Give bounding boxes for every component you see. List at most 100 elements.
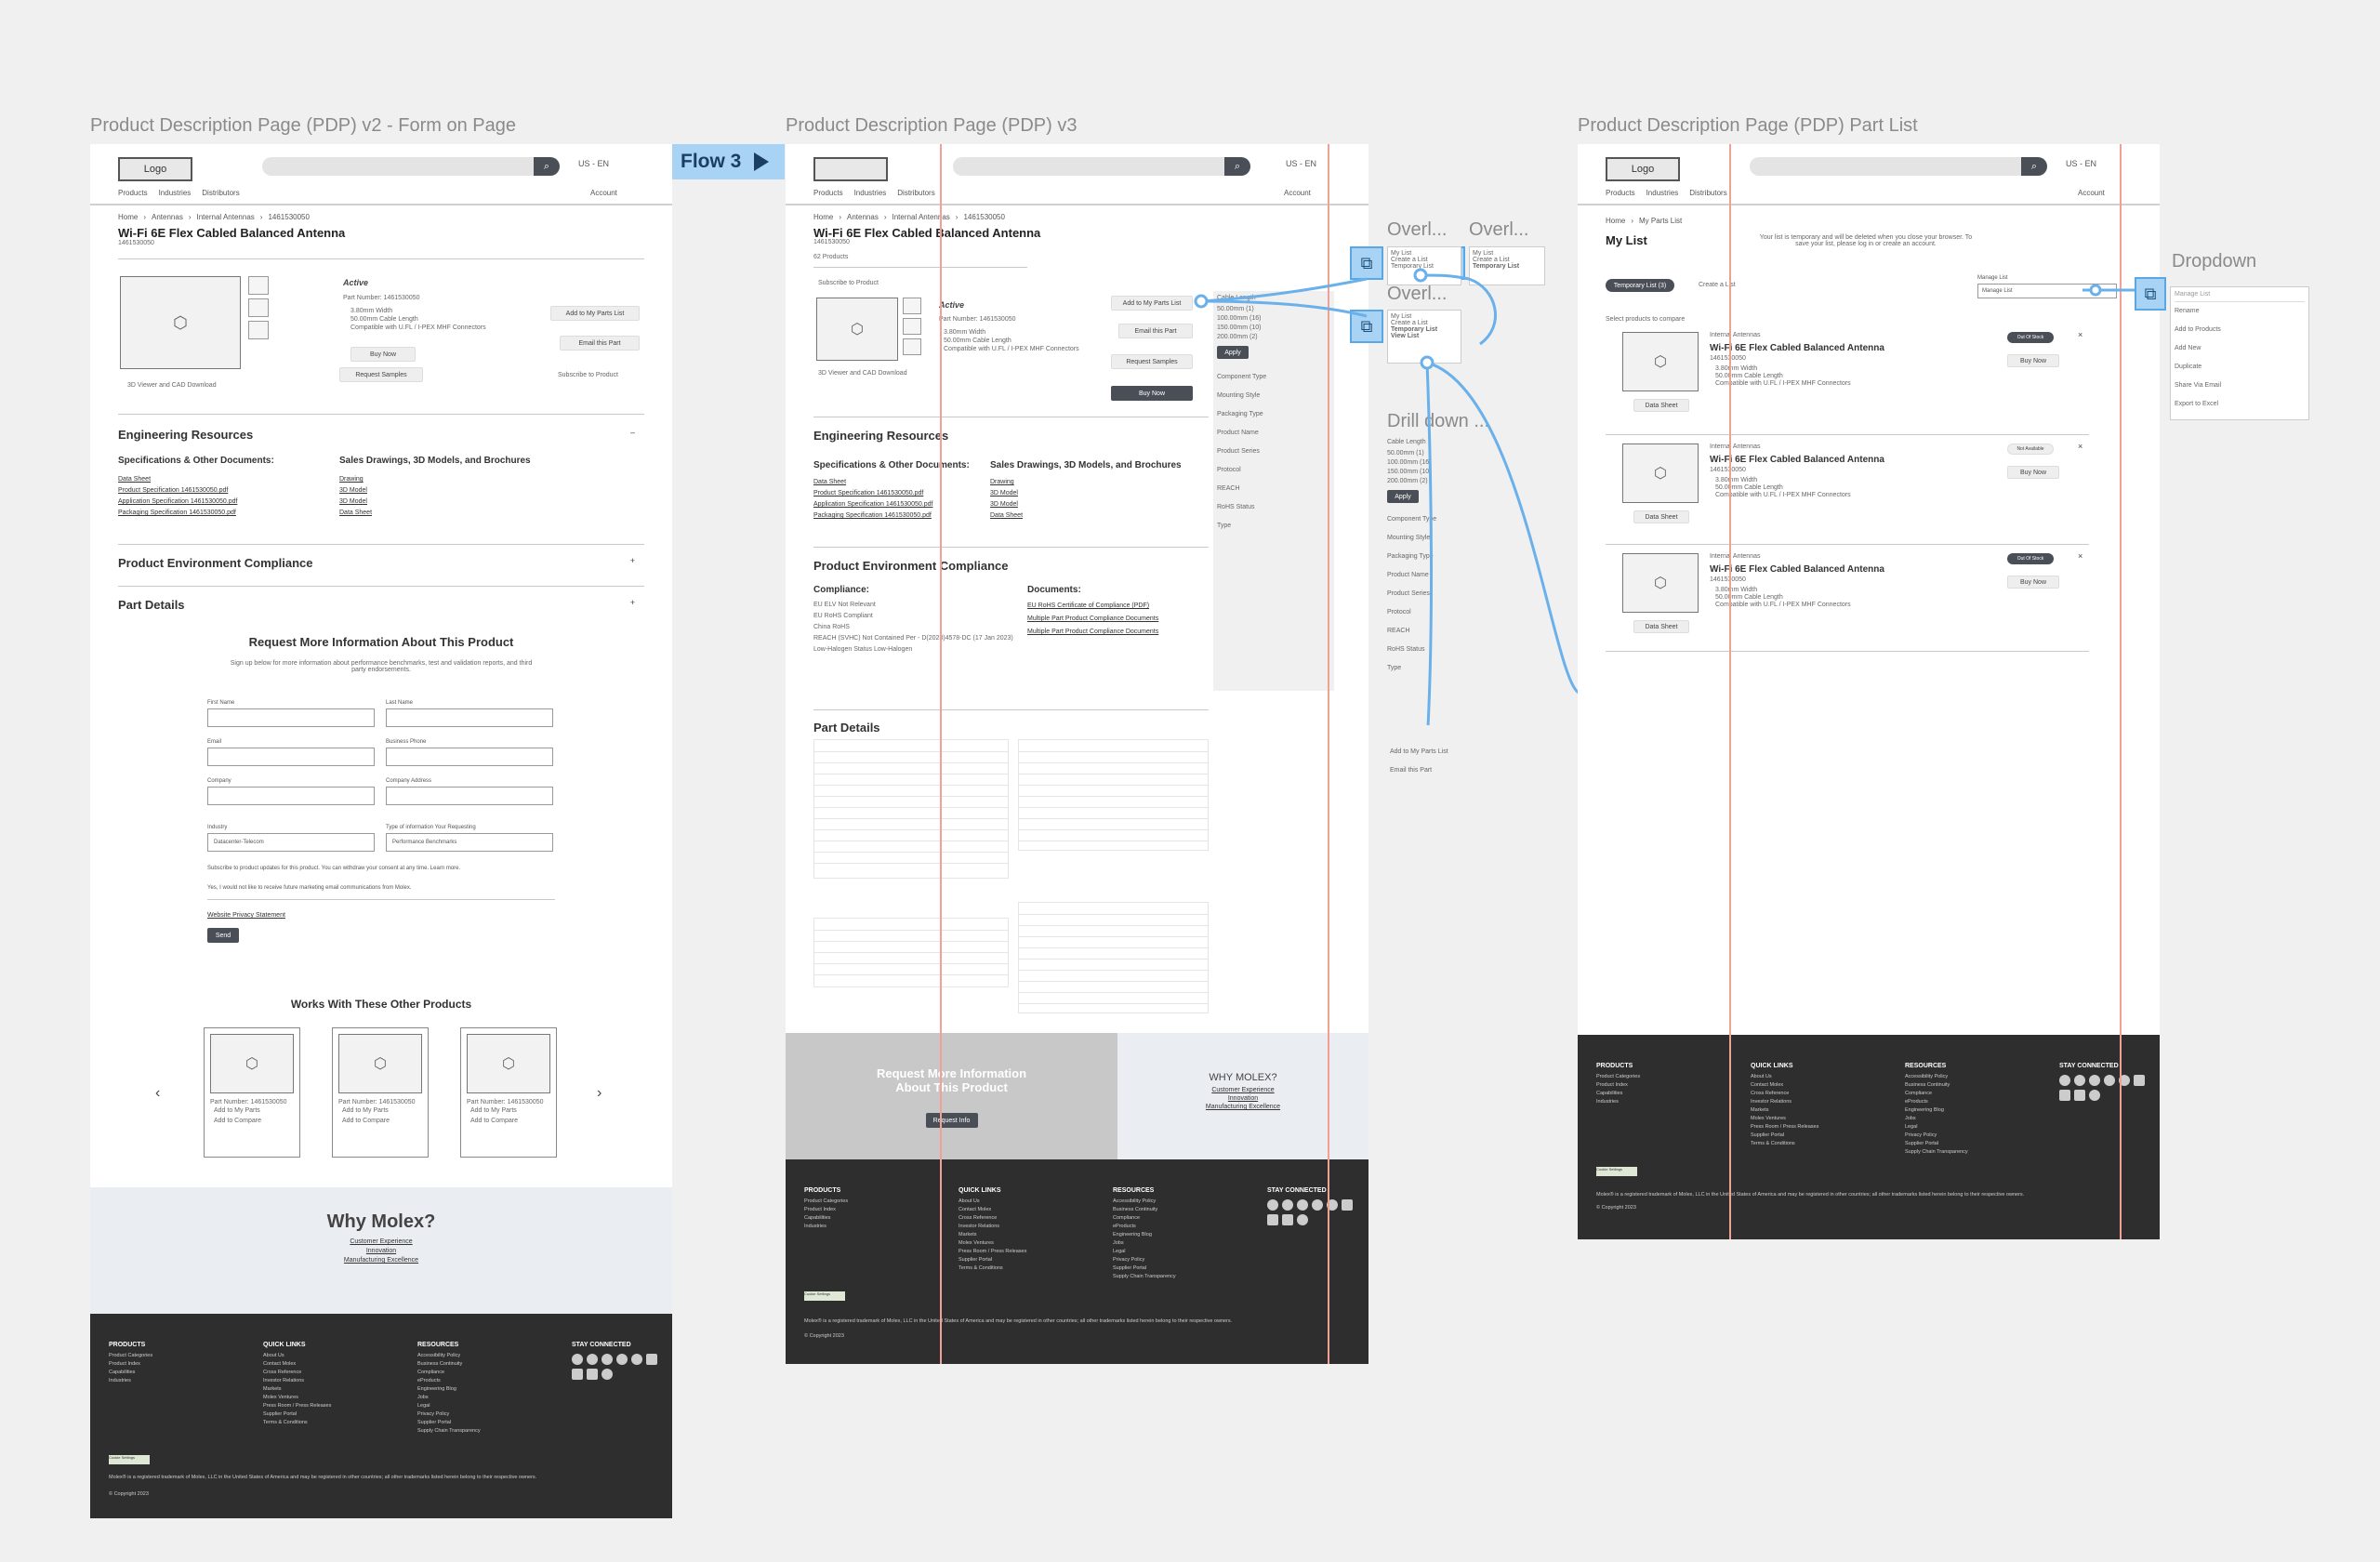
crumb-parts-list[interactable]: My Parts List [1639, 217, 1683, 225]
nav-industries[interactable]: Industries [853, 189, 887, 197]
crumb-home[interactable]: Home [813, 213, 834, 221]
social-icon[interactable] [2134, 1075, 2145, 1086]
dropdown-option[interactable]: Add to Products [2175, 326, 2221, 333]
nav-products[interactable]: Products [1606, 189, 1635, 197]
social-icon[interactable] [587, 1369, 598, 1380]
nav-industries[interactable]: Industries [158, 189, 192, 197]
engineering-resources-heading[interactable]: Engineering Resources [813, 429, 949, 443]
buy-now-button[interactable]: Buy Now [1111, 386, 1193, 401]
why-link[interactable]: Manufacturing Excellence [343, 1257, 419, 1264]
menu-my-list[interactable]: My List [1473, 250, 1494, 257]
address-input[interactable] [386, 787, 553, 805]
nav-distributors[interactable]: Distributors [1689, 189, 1727, 197]
part-details-heading[interactable]: Part Details [813, 721, 880, 735]
social-icon[interactable] [602, 1354, 613, 1365]
related-card-3[interactable]: ⬡ Part Number: 1461530050 Add to My Part… [460, 1027, 557, 1158]
add-parts-checkbox[interactable]: Add to My Parts [470, 1107, 517, 1114]
create-list-link[interactable]: Create a List [1699, 282, 1736, 288]
add-to-parts-list-link[interactable]: Add to My Parts List [1390, 748, 1448, 755]
add-parts-checkbox[interactable]: Add to My Parts [214, 1107, 260, 1114]
dropdown-options[interactable]: Rename Add to Products Add New Duplicate… [2175, 302, 2305, 414]
3d-viewer-link[interactable]: 3D Viewer and CAD Download [127, 382, 217, 389]
search-input[interactable]: ⌕ [1750, 157, 2047, 176]
account-menu[interactable]: Account [1284, 189, 1311, 197]
item-title[interactable]: Wi-Fi 6E Flex Cabled Balanced Antenna [1710, 343, 1884, 353]
menu-create-list[interactable]: Create a List [1391, 257, 1428, 263]
expand-icon[interactable]: + [629, 598, 635, 607]
engineering-resources-heading[interactable]: Engineering Resources [118, 428, 254, 442]
carousel-prev-icon[interactable]: ‹ [155, 1085, 161, 1101]
spec-link[interactable]: Application Specification 1461530050.pdf [813, 501, 933, 508]
sales-link[interactable]: 3D Model [339, 487, 367, 494]
data-sheet-button[interactable]: Data Sheet [1633, 399, 1689, 412]
sales-link[interactable]: Data Sheet [990, 512, 1024, 519]
doc-link[interactable]: Multiple Part Product Compliance Documen… [1027, 629, 1159, 635]
thumbnail-3[interactable] [903, 338, 921, 355]
social-icon[interactable] [2089, 1090, 2100, 1101]
add-compare-checkbox[interactable]: Add to Compare [214, 1118, 261, 1124]
why-link[interactable]: Innovation [365, 1248, 397, 1254]
company-input[interactable] [207, 787, 375, 805]
social-icon[interactable] [2089, 1075, 2100, 1086]
privacy-link[interactable]: Website Privacy Statement [207, 912, 285, 919]
social-icon[interactable] [2104, 1075, 2115, 1086]
last-name-input[interactable] [386, 708, 553, 727]
spec-link[interactable]: Product Specification 1461530050.pdf [813, 490, 924, 496]
social-icon[interactable] [1297, 1199, 1308, 1211]
subscribe-link[interactable]: Subscribe to Product [558, 372, 618, 378]
add-to-parts-list-button[interactable]: Add to My Parts List [1111, 296, 1193, 311]
menu-temp-list[interactable]: Temporary List [1391, 263, 1434, 270]
manage-list-select[interactable]: Manage List [1977, 284, 2117, 298]
social-icon[interactable] [2074, 1090, 2085, 1101]
social-icon[interactable] [1327, 1199, 1338, 1211]
social-icon[interactable] [1342, 1199, 1353, 1211]
related-card-1[interactable]: ⬡ Part Number: 1461530050 Add to My Part… [204, 1027, 300, 1158]
thumbnail-1[interactable] [903, 298, 921, 314]
dropdown-option[interactable]: Rename [2175, 308, 2200, 314]
first-name-input[interactable] [207, 708, 375, 727]
apply-filter-button[interactable]: Apply [1387, 490, 1419, 503]
add-compare-checkbox[interactable]: Add to Compare [470, 1118, 518, 1124]
menu-create-list[interactable]: Create a List [1473, 257, 1510, 263]
spec-link[interactable]: Packaging Specification 1461530050.pdf [118, 510, 236, 516]
request-samples-button[interactable]: Request Samples [339, 367, 423, 382]
buy-now-button[interactable]: Buy Now [2007, 466, 2059, 479]
search-input[interactable]: ⌕ [262, 157, 560, 176]
buy-now-button[interactable]: Buy Now [2007, 576, 2059, 589]
remove-icon[interactable]: × [2078, 330, 2083, 339]
locale-selector[interactable]: US - EN [578, 159, 610, 168]
send-button[interactable]: Send [207, 928, 239, 943]
products-count[interactable]: 62 Products [813, 254, 849, 260]
social-icon[interactable] [1282, 1214, 1293, 1225]
dropdown-header[interactable]: Manage List [2175, 291, 2305, 302]
sales-link[interactable]: 3D Model [990, 490, 1018, 496]
product-image[interactable]: ⬡ [816, 298, 898, 361]
add-compare-checkbox[interactable]: Add to Compare [342, 1118, 390, 1124]
doc-link[interactable]: EU RoHS Certificate of Compliance (PDF) [1027, 602, 1150, 609]
nav-products[interactable]: Products [813, 189, 843, 197]
item-breadcrumb[interactable]: Internal Antennas [1710, 332, 1761, 338]
logo-placeholder[interactable] [813, 157, 888, 181]
why-link[interactable]: Customer Experience [1211, 1087, 1275, 1093]
menu-temp-list[interactable]: Temporary List [1473, 263, 1520, 270]
nav-industries[interactable]: Industries [1646, 189, 1679, 197]
menu-create-list[interactable]: Create a List [1391, 320, 1428, 326]
nav-distributors[interactable]: Distributors [202, 189, 240, 197]
email-part-button[interactable]: Email this Part [560, 336, 640, 351]
email-part-link[interactable]: Email this Part [1390, 767, 1433, 774]
spec-link[interactable]: Data Sheet [118, 476, 152, 483]
cable-options[interactable]: 50.00mm (1)100.00mm (16)150.00mm (10)200… [1217, 306, 1262, 340]
why-link[interactable]: Innovation [1227, 1095, 1259, 1102]
locale-selector[interactable]: US - EN [2066, 159, 2097, 168]
request-info-button[interactable]: Request Info [925, 1113, 978, 1128]
social-icon[interactable] [587, 1354, 598, 1365]
item-breadcrumb[interactable]: Internal Antennas [1710, 553, 1761, 560]
add-parts-checkbox[interactable]: Add to My Parts [342, 1107, 389, 1114]
subscribe-link[interactable]: Subscribe to Product [818, 280, 879, 286]
buy-now-button[interactable]: Buy Now [2007, 354, 2059, 367]
email-part-button[interactable]: Email this Part [1118, 324, 1193, 338]
product-image[interactable]: ⬡ [120, 276, 241, 369]
social-icon[interactable] [1312, 1199, 1323, 1211]
phone-input[interactable] [386, 748, 553, 766]
